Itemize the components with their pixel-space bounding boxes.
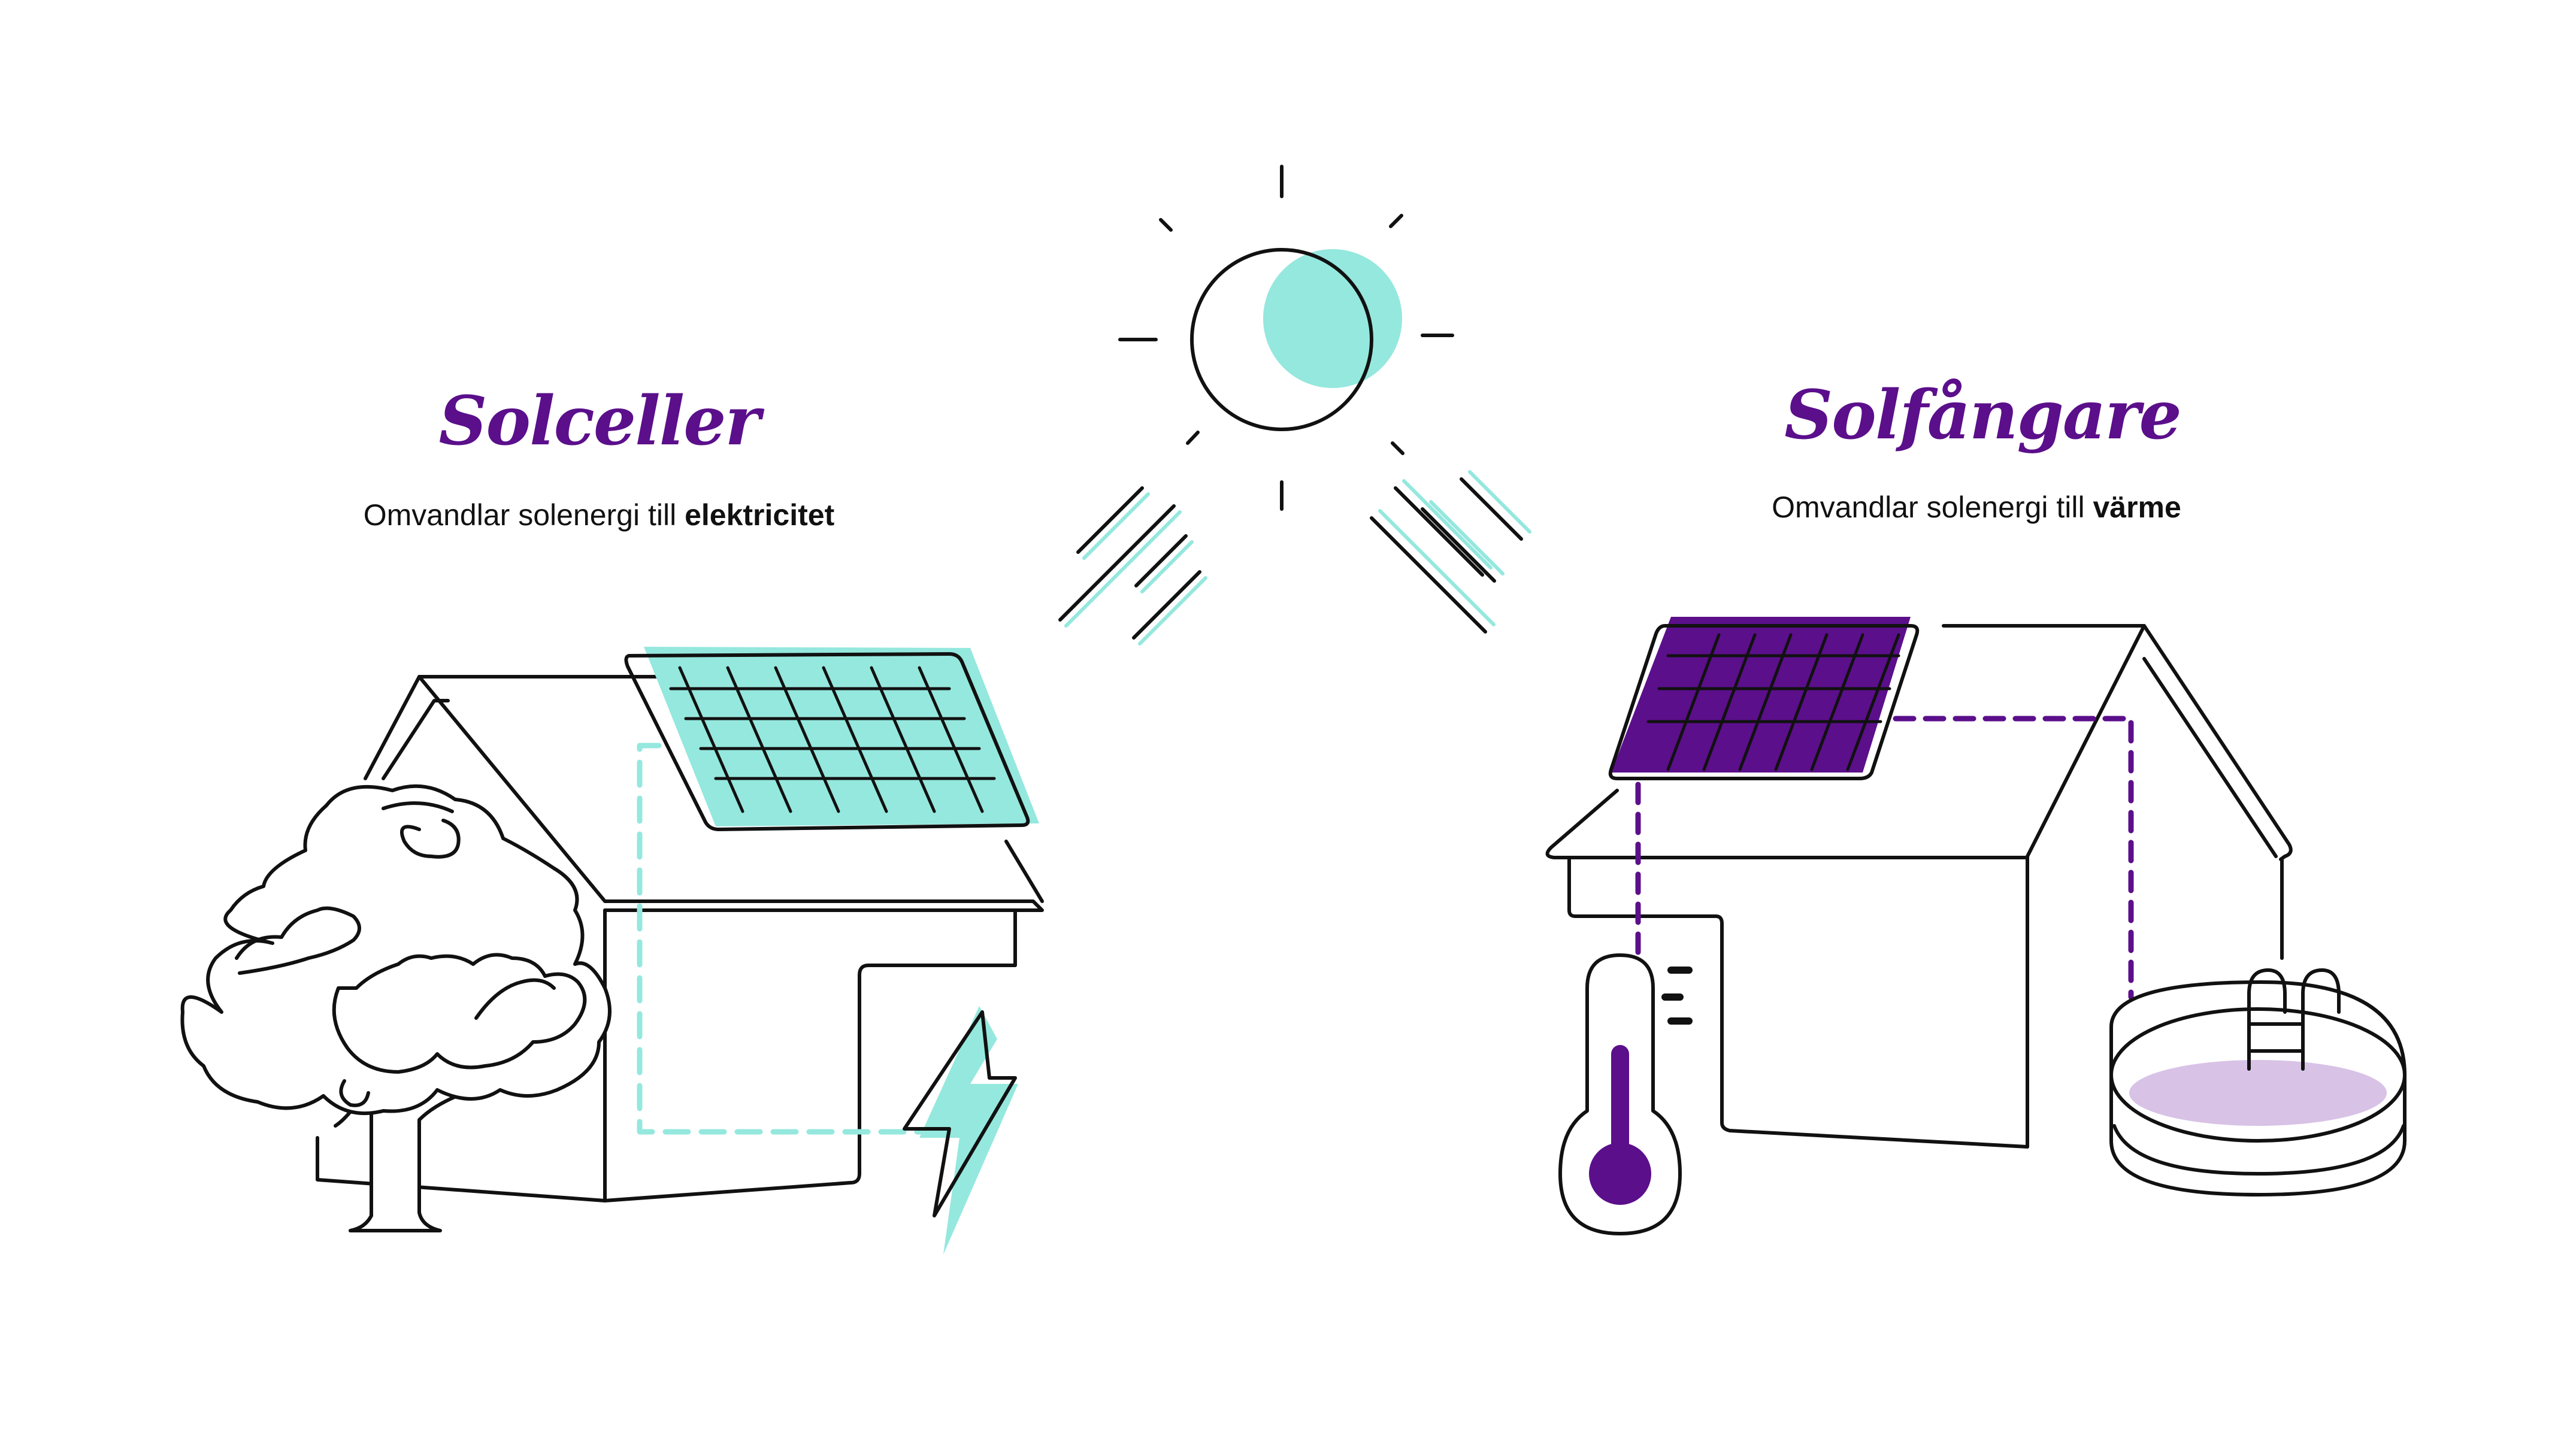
sunbeam-left-icon xyxy=(1058,486,1207,646)
subtitle-solceller-text: Omvandlar solenergi till xyxy=(363,498,685,532)
lightning-bolt-icon xyxy=(903,1006,1018,1255)
solar-collector-icon xyxy=(1608,617,1920,780)
sun-rays-icon xyxy=(1118,165,1454,511)
subtitle-solfangare-emphasis: värme xyxy=(2093,490,2181,524)
house-left-icon xyxy=(316,675,1044,1202)
pool-ladder-icon xyxy=(2247,968,2341,1071)
electric-wire-line xyxy=(637,743,937,1135)
solar-panel-icon xyxy=(624,647,1039,831)
subtitle-solceller-emphasis: elektricitet xyxy=(685,498,835,532)
thermometer-icon xyxy=(1558,953,1693,1235)
subtitle-solceller: Omvandlar solenergi till elektricitet xyxy=(270,500,928,530)
sunbeam-right-icon xyxy=(1370,470,1531,634)
heat-pipe-lines xyxy=(1635,716,2134,1000)
subtitle-solfangare: Omvandlar solenergi till värme xyxy=(1647,492,2306,522)
tree-icon xyxy=(180,784,612,1232)
house-right-icon xyxy=(1545,624,2293,1149)
title-solfangare: Solfångare xyxy=(1784,376,2181,455)
title-solceller: Solceller xyxy=(438,382,761,461)
sun-icon xyxy=(1058,165,1531,646)
subtitle-solfangare-text: Omvandlar solenergi till xyxy=(1772,490,2093,524)
pool-icon xyxy=(2109,968,2407,1196)
